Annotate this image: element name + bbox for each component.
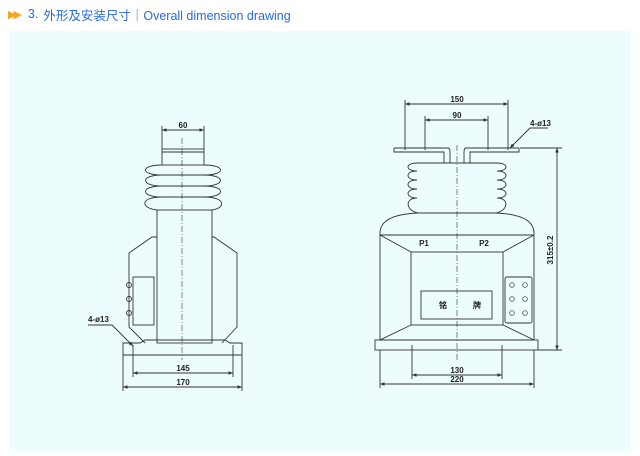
dim-60-label: 60 bbox=[179, 121, 188, 130]
double-arrow-icon: ▶▶ bbox=[8, 8, 22, 21]
height-label: 315±0.2 bbox=[546, 235, 555, 264]
terminal-p2-label: P2 bbox=[479, 239, 489, 248]
nameplate-char-2: 牌 bbox=[473, 300, 481, 310]
dim-150-label: 150 bbox=[450, 95, 464, 104]
section-title: 外形及安装尺寸｜Overall dimension drawing bbox=[43, 8, 291, 23]
dim-145-label: 145 bbox=[176, 364, 190, 373]
section-number: 3. bbox=[27, 7, 39, 21]
terminal-box bbox=[132, 276, 155, 326]
terminal-p1-label: P1 bbox=[419, 239, 429, 248]
dim-90-label: 90 bbox=[453, 111, 462, 120]
side-view: 60 145 170 4-ø13 bbox=[88, 121, 243, 391]
nameplate bbox=[420, 290, 493, 320]
dim-170-label: 170 bbox=[176, 378, 190, 387]
section-header: ▶▶ 3. 外形及安装尺寸｜Overall dimension drawing bbox=[8, 5, 291, 23]
dim-130-label: 130 bbox=[450, 366, 464, 375]
hole-label: 4-ø13 bbox=[530, 119, 551, 128]
hole-label: 4-ø13 bbox=[88, 315, 109, 324]
front-view: 150 90 4-ø13 315±0.2 P1 P2 铭 牌 130 220 bbox=[374, 95, 562, 388]
nameplate-char-1: 铭 bbox=[439, 300, 447, 310]
dim-220-label: 220 bbox=[450, 375, 464, 384]
terminal-panel bbox=[504, 276, 533, 324]
drawing-panel bbox=[9, 31, 631, 451]
